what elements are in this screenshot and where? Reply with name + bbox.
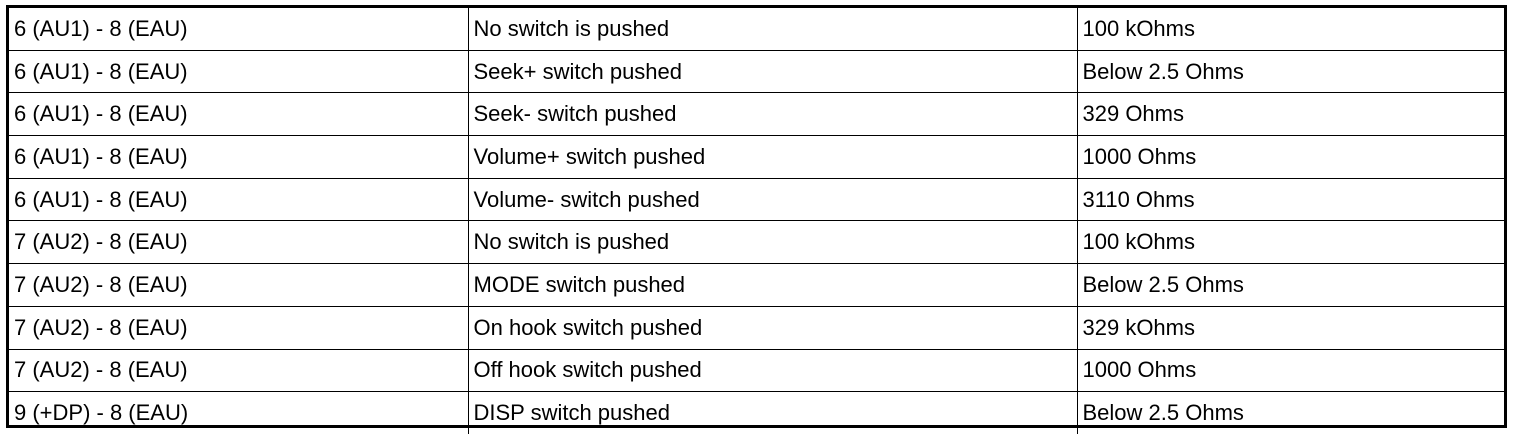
condition-cell: Seek+ switch pushed bbox=[467, 49, 1078, 94]
terminal-cell: 6 (AU1) - 8 (EAU) bbox=[9, 177, 469, 222]
condition-cell: On hook switch pushed bbox=[467, 305, 1078, 350]
terminal-cell: 7 (AU2) - 8 (EAU) bbox=[9, 305, 469, 350]
resistance-table: 6 (AU1) - 8 (EAU) No switch is pushed 10… bbox=[9, 8, 1504, 434]
specification-cell: 100 kOhms bbox=[1076, 8, 1504, 51]
table-row: 6 (AU1) - 8 (EAU) Seek+ switch pushed Be… bbox=[9, 49, 1504, 94]
specification-cell: 100 kOhms bbox=[1076, 220, 1504, 265]
condition-cell: Off hook switch pushed bbox=[467, 348, 1078, 393]
table-row: 6 (AU1) - 8 (EAU) Volume+ switch pushed … bbox=[9, 135, 1504, 179]
terminal-cell: 6 (AU1) - 8 (EAU) bbox=[9, 135, 469, 179]
condition-cell: No switch is pushed bbox=[467, 220, 1078, 265]
table-row: 9 (+DP) - 8 (EAU) DISP switch pushed Bel… bbox=[9, 391, 1504, 434]
table-row: 7 (AU2) - 8 (EAU) On hook switch pushed … bbox=[9, 305, 1504, 350]
table-row: 6 (AU1) - 8 (EAU) Volume- switch pushed … bbox=[9, 177, 1504, 222]
condition-cell: MODE switch pushed bbox=[467, 263, 1078, 307]
terminal-cell: 6 (AU1) - 8 (EAU) bbox=[9, 92, 469, 137]
condition-cell: Seek- switch pushed bbox=[467, 92, 1078, 137]
terminal-cell: 7 (AU2) - 8 (EAU) bbox=[9, 220, 469, 265]
terminal-cell: 9 (+DP) - 8 (EAU) bbox=[9, 391, 469, 434]
table-row: 6 (AU1) - 8 (EAU) No switch is pushed 10… bbox=[9, 8, 1504, 51]
terminal-cell: 7 (AU2) - 8 (EAU) bbox=[9, 263, 469, 307]
table-row: 7 (AU2) - 8 (EAU) Off hook switch pushed… bbox=[9, 348, 1504, 393]
specification-cell: 329 kOhms bbox=[1076, 305, 1504, 350]
specification-cell: 1000 Ohms bbox=[1076, 348, 1504, 393]
resistance-table-frame: 6 (AU1) - 8 (EAU) No switch is pushed 10… bbox=[6, 5, 1507, 434]
specification-cell: 329 Ohms bbox=[1076, 92, 1504, 137]
condition-cell: DISP switch pushed bbox=[467, 391, 1078, 434]
specification-cell: 1000 Ohms bbox=[1076, 135, 1504, 179]
specification-cell: 3110 Ohms bbox=[1076, 177, 1504, 222]
condition-cell: No switch is pushed bbox=[467, 8, 1078, 51]
specification-cell: Below 2.5 Ohms bbox=[1076, 391, 1504, 434]
terminal-cell: 6 (AU1) - 8 (EAU) bbox=[9, 8, 469, 51]
specification-cell: Below 2.5 Ohms bbox=[1076, 263, 1504, 307]
specification-cell: Below 2.5 Ohms bbox=[1076, 49, 1504, 94]
terminal-cell: 7 (AU2) - 8 (EAU) bbox=[9, 348, 469, 393]
condition-cell: Volume- switch pushed bbox=[467, 177, 1078, 222]
condition-cell: Volume+ switch pushed bbox=[467, 135, 1078, 179]
table-row: 7 (AU2) - 8 (EAU) MODE switch pushed Bel… bbox=[9, 263, 1504, 307]
table-row: 6 (AU1) - 8 (EAU) Seek- switch pushed 32… bbox=[9, 92, 1504, 137]
table-row: 7 (AU2) - 8 (EAU) No switch is pushed 10… bbox=[9, 220, 1504, 265]
terminal-cell: 6 (AU1) - 8 (EAU) bbox=[9, 49, 469, 94]
